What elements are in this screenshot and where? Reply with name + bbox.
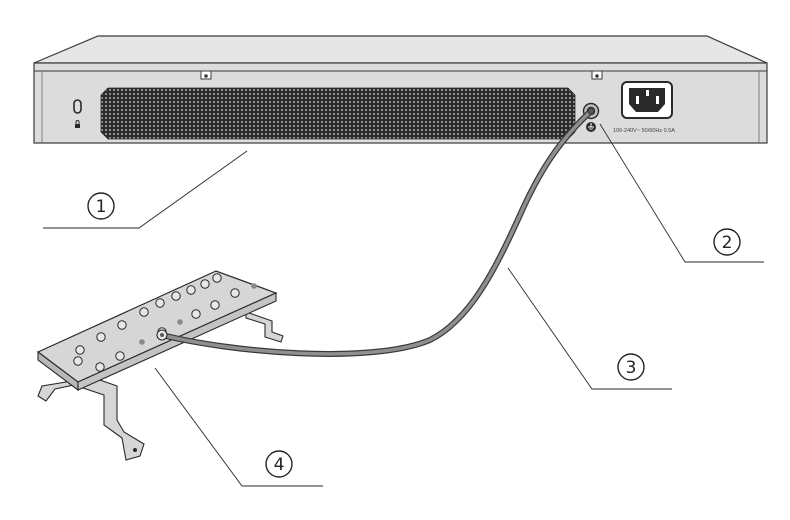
callout-2: 2: [713, 228, 741, 256]
switch-device: 100-240V~ 50/60Hz 0.5A: [33, 35, 768, 144]
bar-nut: [139, 307, 149, 317]
callout-1: 1: [87, 192, 115, 220]
device-top-face: [33, 35, 768, 64]
bar-hole: [251, 283, 257, 289]
cable-terminal-device: [587, 107, 595, 115]
callout-4-number: 4: [274, 455, 285, 475]
bar-holes: [139, 283, 257, 345]
bar-nut: [230, 288, 240, 298]
bar-hole: [139, 339, 145, 345]
callout-3-circle: [617, 353, 645, 381]
callout-2-circle: [713, 228, 741, 256]
callout-2-number: 2: [722, 233, 733, 253]
power-rating-label: 100-240V~ 50/60Hz 0.5A: [613, 128, 675, 134]
callout-3: 3: [617, 353, 645, 381]
cable-terminal-bar: [156, 329, 168, 341]
bar-nut: [186, 285, 196, 295]
bar-nut: [95, 362, 105, 372]
callout-4-circle: [265, 450, 293, 478]
bar-nut: [212, 273, 222, 283]
callout-4: 4: [265, 450, 293, 478]
power-socket-icon: [621, 81, 673, 119]
bar-plate-top: [36, 270, 278, 383]
security-lock-slot-icon: [73, 99, 82, 128]
leader-line-2: [599, 123, 764, 263]
grounding-cable-core: [160, 109, 593, 356]
bar-bracket-back: [245, 311, 284, 343]
leader-lines: [43, 123, 764, 487]
leader-line-3: [507, 267, 672, 390]
leader-line-1: [43, 150, 248, 229]
bar-nut: [191, 309, 201, 319]
callout-3-number: 3: [626, 358, 637, 378]
callout-1-number: 1: [96, 197, 107, 217]
bar-nut: [210, 300, 220, 310]
grounding-bar: [36, 270, 284, 461]
bar-nut: [115, 351, 125, 361]
bar-nut: [96, 332, 106, 342]
callout-1-circle: [87, 192, 115, 220]
bar-hole: [177, 319, 183, 325]
bar-nut: [73, 356, 83, 366]
bar-nuts: [73, 273, 240, 372]
ground-symbol-icon: [586, 122, 596, 132]
bar-nut: [200, 279, 210, 289]
ventilation-grille: [100, 87, 576, 140]
bar-nut: [75, 345, 85, 355]
leader-line-4: [154, 367, 323, 487]
bar-nut: [155, 298, 165, 308]
bar-nut: [117, 320, 127, 330]
bar-nut: [171, 291, 181, 301]
